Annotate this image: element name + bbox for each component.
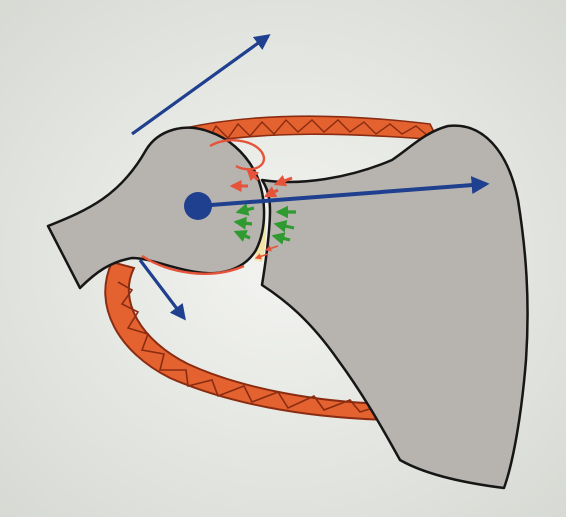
circle-dot-icon	[184, 192, 212, 220]
